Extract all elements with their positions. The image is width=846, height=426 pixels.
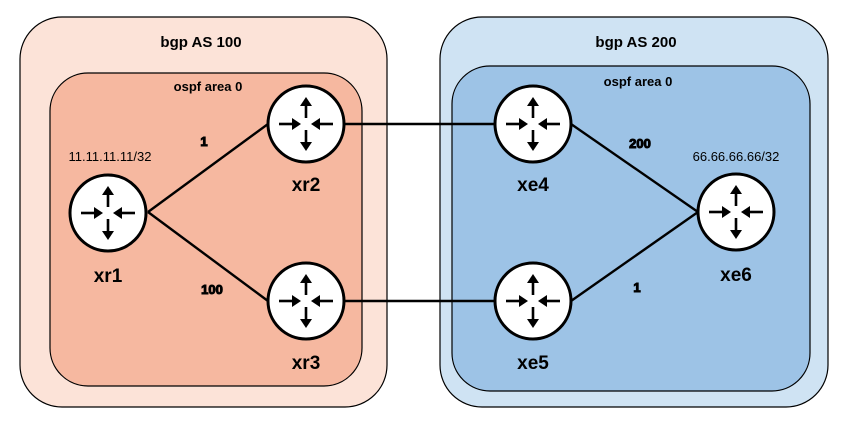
router-icon	[68, 173, 148, 253]
link-xe4-xe6	[570, 123, 699, 213]
router-xr3[interactable]	[266, 261, 346, 341]
router-xr2[interactable]	[266, 84, 346, 164]
router-name-xe5: xe5	[517, 353, 549, 374]
links	[147, 122, 699, 303]
router-icon	[696, 172, 776, 252]
link-costs: 1 100 200 1	[200, 134, 651, 298]
ospf-label-as200: ospf area 0	[604, 74, 673, 89]
router-xe6[interactable]	[696, 172, 776, 252]
link-xe5-xe6	[570, 211, 699, 302]
ip-label-xe6: 66.66.66.66/32	[693, 149, 780, 164]
cost-label-xe5-xe6: 1	[633, 280, 640, 295]
ospf-label-as100: ospf area 0	[174, 79, 243, 94]
router-labels: xr1 xr2 xr3 xe4 xe5 xe6	[94, 175, 752, 374]
router-icon	[266, 261, 346, 341]
cost-label-xr1-xr3: 100	[201, 282, 223, 297]
router-xe5[interactable]	[493, 261, 573, 341]
ip-labels: 11.11.11.11/32 66.66.66.66/32	[69, 149, 780, 164]
cost-label-xe4-xe6: 200	[629, 136, 651, 151]
link-xr1-xr3	[147, 211, 269, 302]
router-icon	[493, 261, 573, 341]
link-xr1-xr2	[147, 123, 269, 213]
router-name-xe4: xe4	[517, 175, 549, 196]
zone-label-as200: bgp AS 200	[595, 34, 676, 51]
router-name-xr1: xr1	[94, 266, 123, 287]
router-icon	[493, 84, 573, 164]
cost-label-xr1-xr2: 1	[200, 134, 207, 149]
router-xe4[interactable]	[493, 84, 573, 164]
ip-label-xr1: 11.11.11.11/32	[69, 149, 152, 164]
router-xr1[interactable]	[68, 173, 148, 253]
router-name-xr3: xr3	[292, 353, 321, 374]
zone-label-as100: bgp AS 100	[160, 34, 241, 51]
router-name-xr2: xr2	[292, 175, 321, 196]
router-icon	[266, 84, 346, 164]
router-name-xe6: xe6	[720, 265, 752, 286]
